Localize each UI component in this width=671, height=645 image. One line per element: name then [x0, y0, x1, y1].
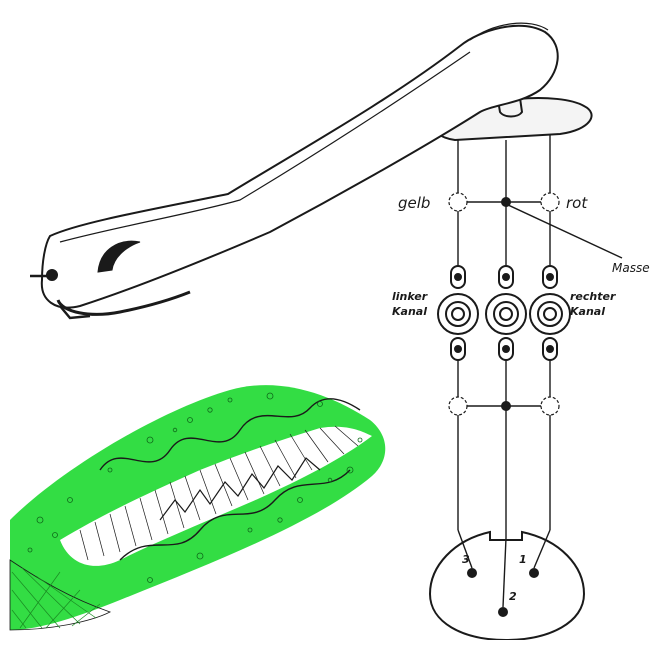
arm-head-edge	[469, 22, 549, 41]
groove-wall-upper	[99, 398, 361, 471]
label-linker-kanal: Kanal	[392, 305, 427, 318]
signal-wires	[457, 134, 623, 538]
groove-channel	[60, 426, 372, 566]
label-masse: Masse	[612, 261, 650, 275]
arm-highlight	[59, 51, 471, 243]
label-rot: rot	[566, 194, 588, 212]
label-gelb: gelb	[398, 194, 430, 212]
pin-label-1: 1	[519, 553, 527, 566]
label-rechter: rechter	[570, 290, 616, 303]
channel-connectors	[437, 265, 571, 361]
ground-junctions	[501, 197, 511, 411]
arm-body	[40, 24, 559, 309]
din-pin-3	[467, 568, 477, 578]
arm-front-shadow	[56, 290, 191, 316]
open-junctions	[448, 192, 560, 416]
connector-left	[437, 265, 479, 361]
groove-ridge	[159, 457, 321, 521]
din-plug-outline	[428, 530, 586, 642]
groove-hatch-lines	[11, 567, 101, 629]
stylus	[59, 305, 91, 320]
pin-label-2: 2	[509, 590, 517, 603]
record-groove-illustration	[9, 385, 386, 631]
din-plug: 3 1 2	[428, 529, 586, 642]
din-pin-1	[529, 568, 539, 578]
connector-right	[529, 265, 571, 361]
finger-grip-icon	[97, 240, 141, 273]
tonearm	[30, 22, 593, 320]
connector-ground	[485, 265, 527, 361]
groove-channel-lines	[79, 425, 359, 561]
groove-wall-lower	[119, 469, 351, 561]
pin-label-3: 3	[462, 553, 470, 566]
groove-texture	[27, 392, 363, 583]
din-pin-2	[498, 607, 508, 617]
label-linker: linker	[392, 290, 428, 303]
label-rechter-kanal: Kanal	[570, 305, 605, 318]
